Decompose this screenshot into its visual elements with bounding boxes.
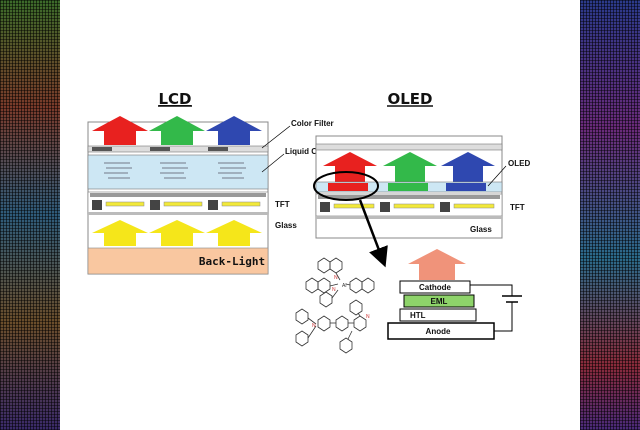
oled-tft-label: TFT — [510, 203, 525, 212]
zoom-arrow — [358, 199, 388, 268]
lcd-color-filter-layer — [87, 145, 269, 153]
oled-green-emitter — [388, 183, 428, 191]
lcd-red-arrow — [92, 116, 148, 145]
lcd-tft-label: TFT — [275, 200, 290, 209]
liquid-crystal-label: Liquid Crystal — [285, 147, 338, 156]
lcd-rgb-arrows — [92, 116, 262, 145]
npb-molecule — [295, 299, 367, 354]
oled-zoom-ellipse — [313, 171, 379, 201]
lcd-green-arrow — [149, 116, 205, 145]
oled-red-emitter — [328, 183, 368, 191]
cathode-layer — [399, 280, 471, 294]
svg-text:N: N — [312, 323, 316, 329]
pixel-texture-right — [580, 0, 640, 430]
oled-blue-emitter — [446, 183, 486, 191]
lcd-backlight-label: Back-Light — [199, 255, 265, 268]
lcd-heading: LCD — [158, 90, 191, 108]
svg-text:N: N — [332, 287, 336, 293]
lcd-liquid-crystal-layer — [87, 154, 269, 190]
eml-layer — [403, 294, 475, 308]
pixel-texture-left — [0, 0, 60, 430]
svg-text:N: N — [366, 314, 370, 320]
emission-arrow — [408, 249, 466, 280]
oled-layer-stack: Cathode EML HTL Anode — [387, 249, 522, 340]
oled-heading: OLED — [387, 90, 432, 108]
lcd-structure: Back-Light Color Filter Liquid Crystal T… — [87, 116, 338, 275]
oled-glass-label: Glass — [470, 225, 492, 234]
lcd-blue-arrow — [206, 116, 262, 145]
eml-label: EML — [431, 297, 448, 306]
color-filter-label: Color Filter — [291, 119, 334, 128]
alq3-molecule — [305, 257, 375, 308]
oled-layer-label: OLED — [508, 159, 530, 168]
htl-layer — [399, 308, 477, 322]
htl-label: HTL — [410, 311, 426, 320]
oled-blue-arrow — [441, 152, 495, 182]
oled-structure: OLED TFT Glass — [313, 135, 530, 239]
lcd-backlight-layer — [87, 247, 269, 275]
cathode-label: Cathode — [419, 283, 452, 292]
lcd-glass-label: Glass — [275, 221, 297, 230]
svg-text:N: N — [334, 275, 338, 281]
oled-rgb-arrows — [323, 152, 495, 182]
anode-label: Anode — [426, 327, 451, 336]
lcd-backlight-arrows — [92, 220, 262, 246]
battery-circuit — [470, 284, 522, 332]
oled-green-arrow — [383, 152, 437, 182]
svg-text:Al: Al — [342, 283, 346, 289]
